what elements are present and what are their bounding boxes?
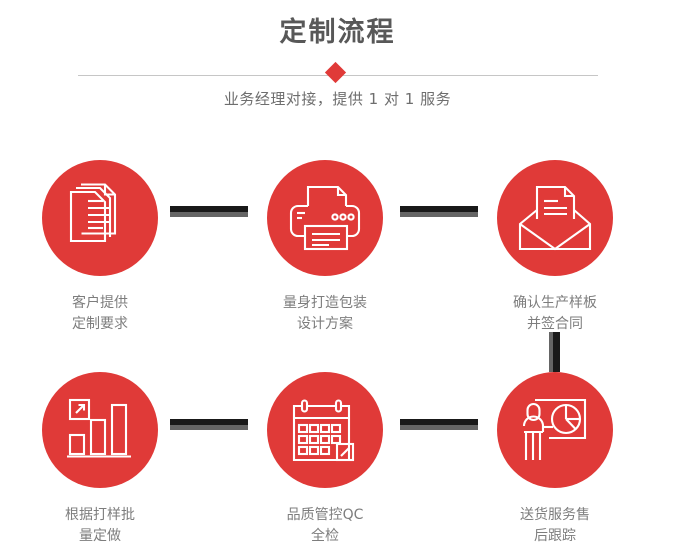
connector-bar-gray [549, 332, 553, 372]
step-1-circle[interactable] [42, 160, 158, 276]
step-5-caption: 品质管控QC 全检 [286, 507, 364, 544]
process-step-2[interactable]: 量身打造包装 设计方案 [245, 160, 405, 335]
step-2-caption: 量身打造包装 设计方案 [283, 295, 367, 332]
diamond-icon [324, 61, 347, 84]
process-step-5[interactable]: 品质管控QC 全检 [245, 372, 405, 547]
connector-bar-gray [170, 212, 248, 217]
step-4-circle[interactable] [42, 372, 158, 488]
connector-bar-gray [400, 425, 478, 430]
process-step-1[interactable]: 客户提供 定制要求 [20, 160, 180, 335]
step-1-caption: 客户提供 定制要求 [72, 295, 128, 332]
connector-step1-step2 [170, 206, 248, 217]
step-3-circle[interactable] [497, 160, 613, 276]
connector-bar-dark [553, 332, 560, 372]
connector-step5-step6 [400, 419, 478, 430]
step-6-caption: 送货服务售 后跟踪 [520, 507, 590, 544]
connector-bar-dark [400, 206, 478, 212]
step-5-circle[interactable] [267, 372, 383, 488]
connector-bar-dark [170, 206, 248, 212]
step-6-circle[interactable] [497, 372, 613, 488]
bar-chart-growth-icon [67, 398, 131, 458]
step-2-circle[interactable] [267, 160, 383, 276]
connector-step2-step3 [400, 206, 478, 217]
page-subtitle: 业务经理对接，提供 1 对 1 服务 [223, 90, 452, 108]
envelope-letter-icon [518, 185, 592, 251]
step-3-caption: 确认生产样板 并签合同 [513, 295, 597, 332]
calendar-check-icon [292, 399, 355, 462]
printer-icon [289, 185, 361, 251]
title-divider [78, 61, 598, 88]
process-step-3[interactable]: 确认生产样板 并签合同 [475, 160, 635, 335]
connector-step3-step6 [549, 332, 560, 372]
page-title: 定制流程 [279, 17, 396, 48]
connector-bar-gray [170, 425, 248, 430]
process-step-4[interactable]: 根据打样批 量定做 [20, 372, 180, 547]
connector-bar-dark [170, 419, 248, 425]
step-4-caption: 根据打样批 量定做 [65, 507, 135, 544]
connector-bar-gray [400, 212, 478, 217]
connector-bar-dark [400, 419, 478, 425]
documents-stack-icon [69, 183, 117, 243]
connector-step4-step5 [170, 419, 248, 430]
process-step-6[interactable]: 送货服务售 后跟踪 [475, 372, 635, 547]
presenter-chart-icon [522, 398, 587, 460]
